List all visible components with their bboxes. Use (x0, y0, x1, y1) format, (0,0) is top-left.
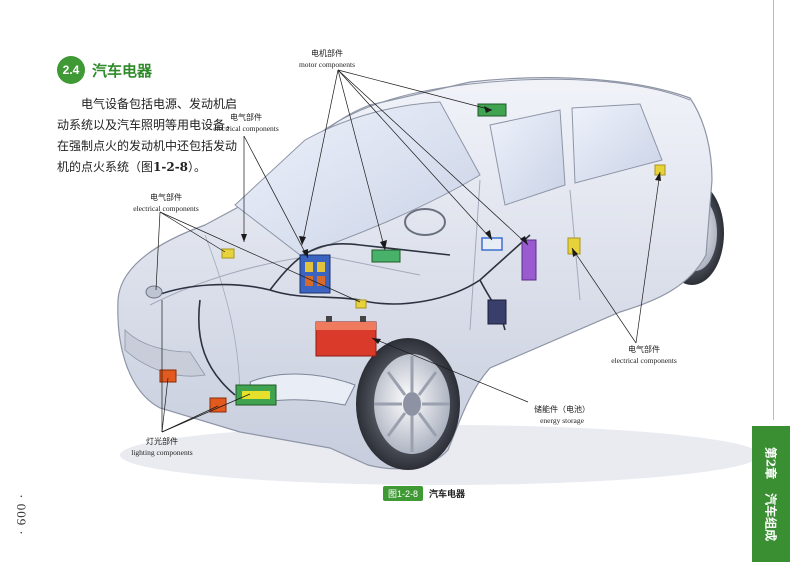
rear-side-window (571, 103, 663, 184)
leader-lines (155, 69, 661, 433)
chapter-tab-text: 第2章汽车组成 (763, 447, 780, 541)
section-title: 汽车电器 (92, 61, 153, 80)
steering-wheel (404, 208, 446, 236)
body-text-end: ）。 (188, 160, 207, 174)
label-electrical-left-cn: 电气部件 (150, 193, 182, 202)
label-lighting-components: 灯光部件 lighting components (112, 436, 212, 458)
section-number-badge: 2.4 (57, 56, 85, 84)
front-side-window (489, 109, 566, 206)
label-electrical-right-cn: 电气部件 (628, 345, 660, 354)
label-lighting-en: lighting components (131, 448, 193, 457)
chapter-tab: 第2章汽车组成 (752, 426, 790, 562)
page-number-text: · 009 · (14, 494, 29, 536)
label-electrical-left-en: electrical components (133, 204, 199, 213)
front-grille (124, 329, 206, 377)
figure-caption: 图1-2-8 汽车电器 (383, 486, 465, 501)
front-wheel (356, 338, 460, 470)
mirror-motor (481, 237, 503, 251)
label-electrical-right: 电气部件 electrical components (594, 344, 694, 366)
label-electrical-top-en: electrical components (213, 124, 279, 133)
wiring-harness (157, 234, 531, 396)
page-number: · 009 · (11, 494, 31, 536)
body-text-main: 电气设备包括电源、发动机启动系统以及汽车照明等用电设备，在强制点火的发动机中还包… (57, 97, 238, 174)
label-lighting-cn: 灯光部件 (146, 437, 178, 446)
label-energy-storage: 储能件（电池） energy storage (514, 404, 610, 426)
electrical-relay (355, 299, 367, 309)
door-lock-motor (487, 299, 507, 325)
label-motor-cn: 电机部件 (311, 49, 343, 58)
label-electrical-left: 电气部件 electrical components (116, 192, 216, 214)
label-electrical-right-en: electrical components (611, 356, 677, 365)
margin-divider (773, 0, 774, 420)
label-motor-en: motor components (298, 60, 356, 69)
body-paragraph: 电气设备包括电源、发动机启动系统以及汽车照明等用电设备，在强制点火的发动机中还包… (57, 94, 245, 178)
fog-light-left (159, 369, 177, 383)
wiper-motor (371, 249, 401, 263)
hood-line-2 (204, 234, 241, 401)
figure-reference: 1-2-8 (153, 160, 189, 174)
electrical-sensor-left (221, 248, 235, 259)
chapter-number: 第2章 (763, 446, 778, 480)
label-motor-components: 电机部件 motor components (268, 48, 386, 70)
label-electrical-top: 电气部件 electrical components (196, 112, 296, 134)
chapter-title: 汽车组成 (763, 493, 778, 542)
horn-component (145, 285, 163, 299)
figure-title: 汽车电器 (429, 490, 466, 500)
label-energy-en: energy storage (540, 416, 584, 425)
fog-light-right (209, 397, 227, 413)
label-energy-cn: 储能件（电池） (534, 405, 590, 414)
figure-number-badge: 图1-2-8 (383, 486, 424, 501)
windshield (234, 101, 481, 256)
label-electrical-top-cn: 电气部件 (230, 113, 262, 122)
roof-outline (299, 78, 691, 151)
fuse-box-component (299, 254, 331, 294)
section-header: 2.4 汽车电器 (57, 56, 152, 84)
window-regulator-motor (521, 239, 537, 281)
